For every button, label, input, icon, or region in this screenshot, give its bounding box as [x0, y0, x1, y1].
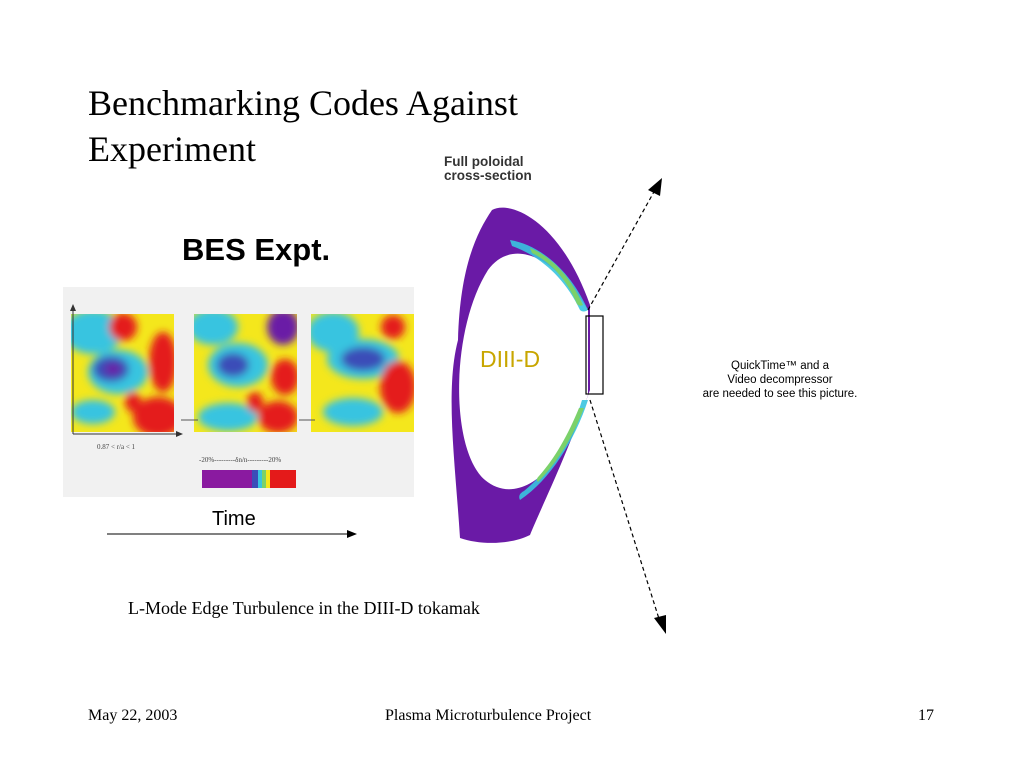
bes-colorbar-label: -20%---------δn/n---------20%: [199, 456, 282, 464]
sightline-lower-arrow: [654, 615, 666, 634]
bes-frame-1: [71, 314, 174, 432]
figure-caption: L-Mode Edge Turbulence in the DIII-D tok…: [128, 598, 480, 618]
bes-axis-note: 0.87 < r/a < 1: [97, 443, 136, 451]
quicktime-line-3: are needed to see this picture.: [702, 388, 858, 400]
plasma-edge-region: [451, 207, 590, 543]
turbulence-streak-upper-inner: [530, 248, 583, 306]
device-label: DIII-D: [480, 346, 540, 372]
slide-title: Benchmarking Codes Against Experiment: [88, 80, 608, 172]
poloidal-label-line-2: cross-section: [444, 168, 532, 183]
footer-page-number: 17: [918, 707, 934, 724]
bes-colorbar: [202, 470, 296, 488]
poloidal-section-label: Full poloidal cross-section: [444, 155, 532, 183]
bes-frame-2: [194, 314, 297, 432]
turbulence-streak-lower-inner: [536, 408, 584, 482]
bes-frames-svg: [70, 304, 414, 488]
bes-viewing-box: [585, 315, 604, 395]
bes-y-arrow: [70, 304, 76, 311]
footer-date: May 22, 2003: [88, 707, 178, 724]
time-label: Time: [212, 508, 256, 530]
sightline-lower: [589, 399, 661, 623]
bes-image-panel: 0.87 < r/a < 1 -20%---------δn/n--------…: [63, 287, 414, 497]
quicktime-line-1: QuickTime™ and a: [731, 360, 829, 372]
sightline-upper-arrow: [648, 178, 662, 196]
title-line-1: Benchmarking Codes Against: [88, 83, 518, 123]
bes-x-arrow: [176, 431, 183, 437]
footer-title: Plasma Microturbulence Project: [385, 707, 592, 724]
bes-frame-3: [311, 314, 414, 432]
quicktime-line-2: Video decompressor: [727, 374, 833, 386]
quicktime-placeholder: QuickTime™ and a Video decompressor are …: [660, 359, 900, 401]
bes-title: BES Expt.: [182, 232, 331, 267]
tokamak-cross-section: DIII-D: [451, 178, 666, 634]
title-line-2: Experiment: [88, 129, 256, 169]
time-arrow: [107, 530, 357, 538]
sightline-upper: [587, 189, 656, 311]
poloidal-label-line-1: Full poloidal: [444, 154, 524, 169]
